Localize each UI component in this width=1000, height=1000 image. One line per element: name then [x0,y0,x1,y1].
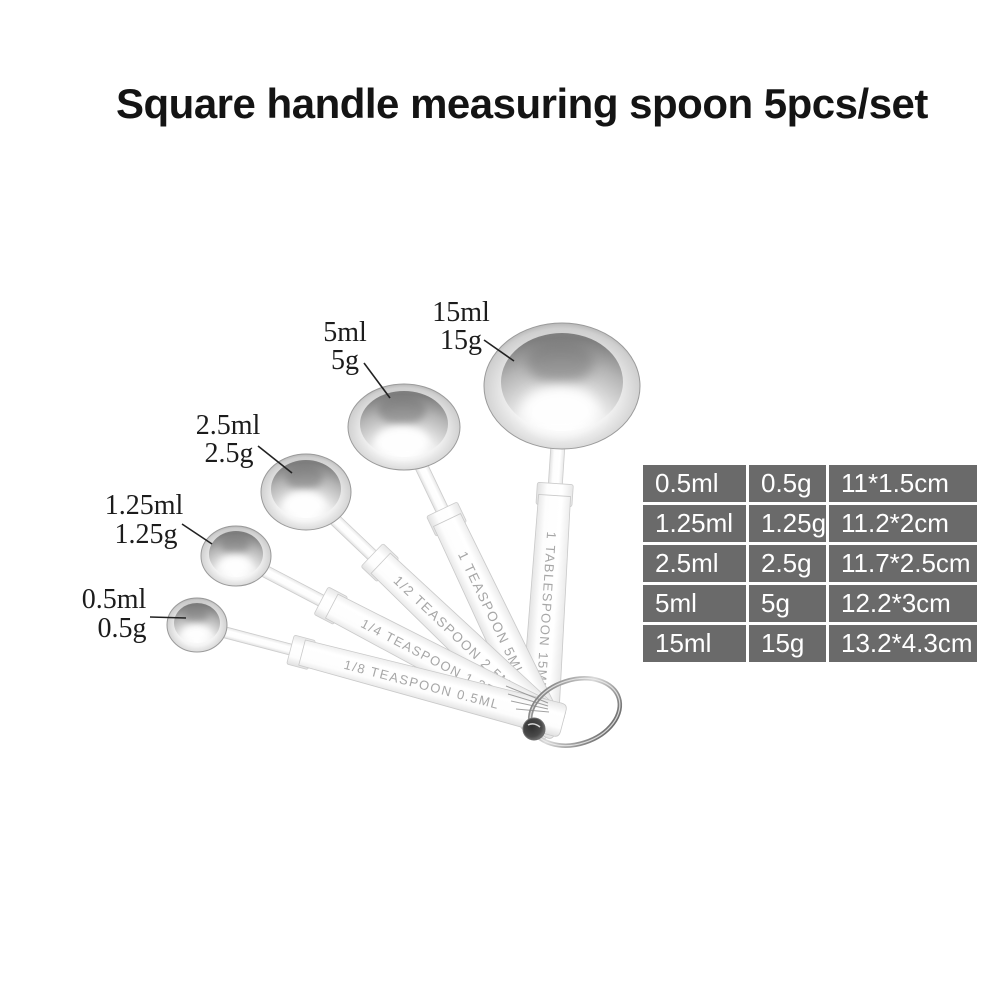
spec-cell-weight: 2.5g [749,545,826,582]
label-weight-1.25g: 1.25g [115,519,178,550]
spec-cell-volume: 1.25ml [643,505,746,542]
spec-table: 0.5ml 0.5g 11*1.5cm 1.25ml 1.25g 11.2*2c… [643,465,977,662]
handle-hole [522,717,546,741]
spoon-bowl-1.25ml [200,525,272,587]
label-volume-2.5ml: 2.5ml [196,410,261,441]
spoon-bowl-5ml [347,383,461,471]
callouts [149,339,515,619]
pointer-line-1.25ml [181,523,213,545]
pointer-line-5ml [363,362,391,399]
spoon-bowl-2.5ml [260,453,352,531]
spoon-bowl-15ml [483,322,641,450]
spoon-bowl-0.5ml [166,597,228,653]
spec-cell-size: 12.2*3cm [829,585,977,622]
spoon-labels: 0.5ml 0.5g 1.25ml 1.25g 2.5ml 2.5g 5ml 5… [82,297,490,644]
spec-cell-volume: 0.5ml [643,465,746,502]
label-volume-15ml: 15ml [432,297,490,328]
pointer-line-15ml [483,339,515,362]
spec-cell-size: 11.2*2cm [829,505,977,542]
spec-cell-volume: 2.5ml [643,545,746,582]
label-volume-5ml: 5ml [323,317,367,348]
label-weight-15g: 15g [440,325,482,356]
pointer-line-0.5ml [149,616,187,619]
page-title: Square handle measuring spoon 5pcs/set [116,80,928,127]
spec-cell-weight: 0.5g [749,465,826,502]
label-volume-1.25ml: 1.25ml [105,490,184,521]
spec-cell-size: 11*1.5cm [829,465,977,502]
spec-cell-volume: 5ml [643,585,746,622]
spec-cell-weight: 15g [749,625,826,662]
spec-cell-weight: 1.25g [749,505,826,542]
label-weight-0.5g: 0.5g [98,613,147,644]
spec-cell-size: 13.2*4.3cm [829,625,977,662]
spec-cell-volume: 15ml [643,625,746,662]
spoon-bar [298,639,567,737]
label-volume-0.5ml: 0.5ml [82,584,147,615]
spec-cell-weight: 5g [749,585,826,622]
pointer-line-2.5ml [257,445,293,474]
label-weight-5g: 5g [331,345,359,376]
label-weight-2.5g: 2.5g [205,438,254,469]
spec-cell-size: 11.7*2.5cm [829,545,977,582]
stack-reflection-lines [505,685,550,713]
